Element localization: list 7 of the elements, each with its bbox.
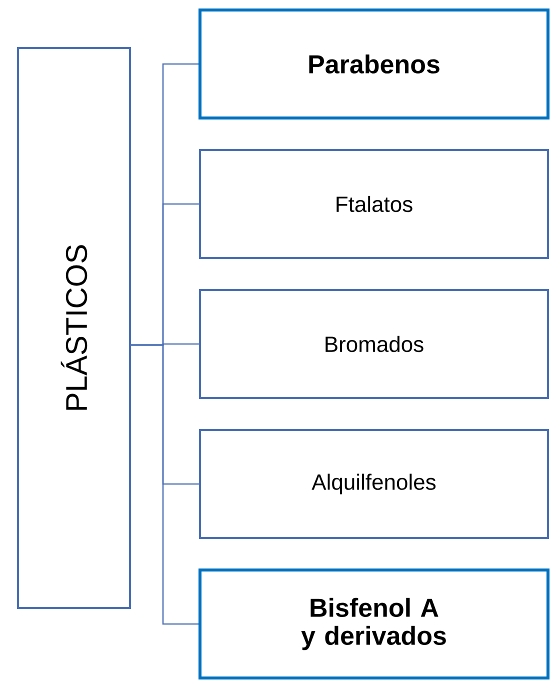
- item-box: Bromados: [199, 289, 549, 399]
- category-box: PLÁSTICOS: [17, 47, 131, 609]
- item-box: Alquilfenoles: [199, 429, 549, 539]
- item-box: Parabenos: [198, 8, 550, 120]
- item-box: Ftalatos: [199, 149, 549, 259]
- item-box: Bisfenol A y derivados: [198, 568, 550, 680]
- connector: [131, 344, 198, 625]
